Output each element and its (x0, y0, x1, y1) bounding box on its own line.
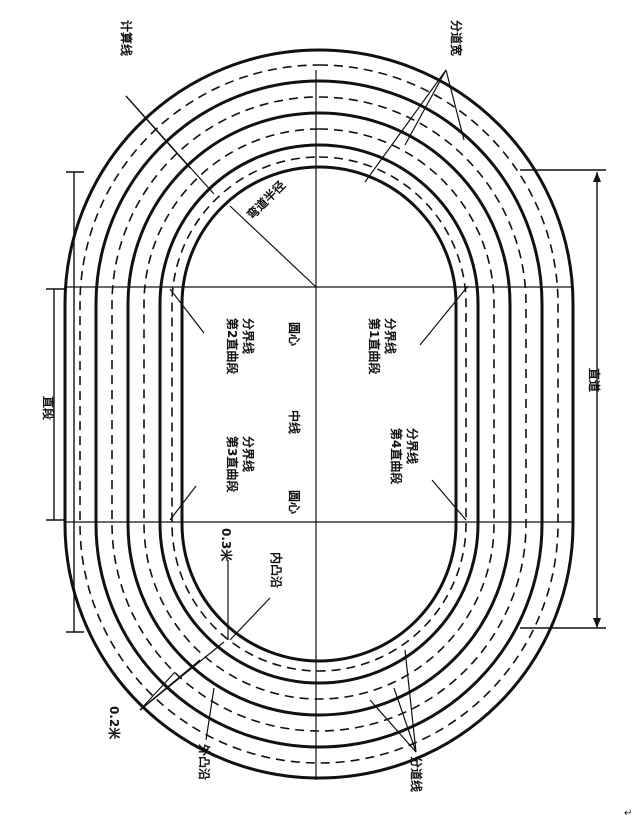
lane-line-3 (111, 96, 527, 732)
track-geometry (63, 48, 575, 780)
label-center-line: 中线 (287, 410, 302, 434)
label-straight-boundary-3-text: 第3直曲段分界线 (225, 436, 256, 493)
label-line: 分界线 (405, 428, 420, 464)
label-straight-boundary-1-text: 第1直曲段分界线 (367, 318, 398, 375)
lane-line-6 (158, 143, 480, 685)
straight-track-dimension (520, 169, 606, 629)
inner-kerb-line (180, 165, 458, 663)
lane-line-outer (79, 64, 559, 764)
leader-lines (125, 69, 469, 753)
label-lane-width: 分道宽 (449, 20, 464, 56)
lane-line-inner-dash (171, 156, 467, 672)
label-measure-line: 计算线 (119, 20, 134, 56)
label-straight-boundary-4: 第4直曲段分界线 (389, 428, 420, 485)
label-inner-kerb: 内凸沿 (269, 552, 284, 588)
label-line: 第4直曲段 (389, 428, 404, 485)
lane-line-5 (143, 128, 495, 700)
label-line: 分界线 (241, 436, 256, 472)
label-circle-center-top: 圆心 (287, 322, 301, 346)
label-lane-line: 分道线 (409, 756, 424, 792)
lane-line-2 (94, 79, 544, 749)
reference-lines (65, 70, 573, 780)
outer-kerb-line (63, 48, 575, 780)
label-line: 第1直曲段 (367, 318, 382, 375)
label-dist-02: 0.2米 (107, 706, 122, 740)
label-straight-track: 直道 (587, 368, 602, 392)
labels: 计算线 分道宽 弯道半径 第2直曲段分界线 圆心 第1直曲段分界线 第3直曲段分… (41, 20, 632, 819)
corner-mark: ↵ (624, 808, 632, 819)
label-straight-boundary-3: 第3直曲段分界线 (225, 436, 256, 493)
straight-segment-dimension (46, 171, 84, 633)
label-straight-segment: 直段 (41, 396, 56, 421)
label-straight-boundary-2: 第2直曲段分界线 (225, 318, 256, 375)
label-outer-kerb: 外凸沿 (197, 744, 212, 780)
label-line: 第3直曲段 (225, 436, 240, 493)
label-circle-center-bottom: 圆心 (287, 490, 301, 514)
label-line: 分界线 (383, 318, 398, 354)
lane-line-4 (126, 111, 512, 717)
label-straight-boundary-1: 第1直曲段分界线 (367, 318, 398, 375)
radius-line (229, 205, 317, 288)
label-straight-boundary-4-text: 第4直曲段分界线 (389, 428, 420, 485)
label-line: 第2直曲段 (225, 318, 240, 375)
label-dist-03: 0.3米 (219, 528, 234, 562)
label-straight-boundary-2-text: 第2直曲段分界线 (225, 318, 256, 375)
label-line: 分界线 (241, 318, 256, 354)
